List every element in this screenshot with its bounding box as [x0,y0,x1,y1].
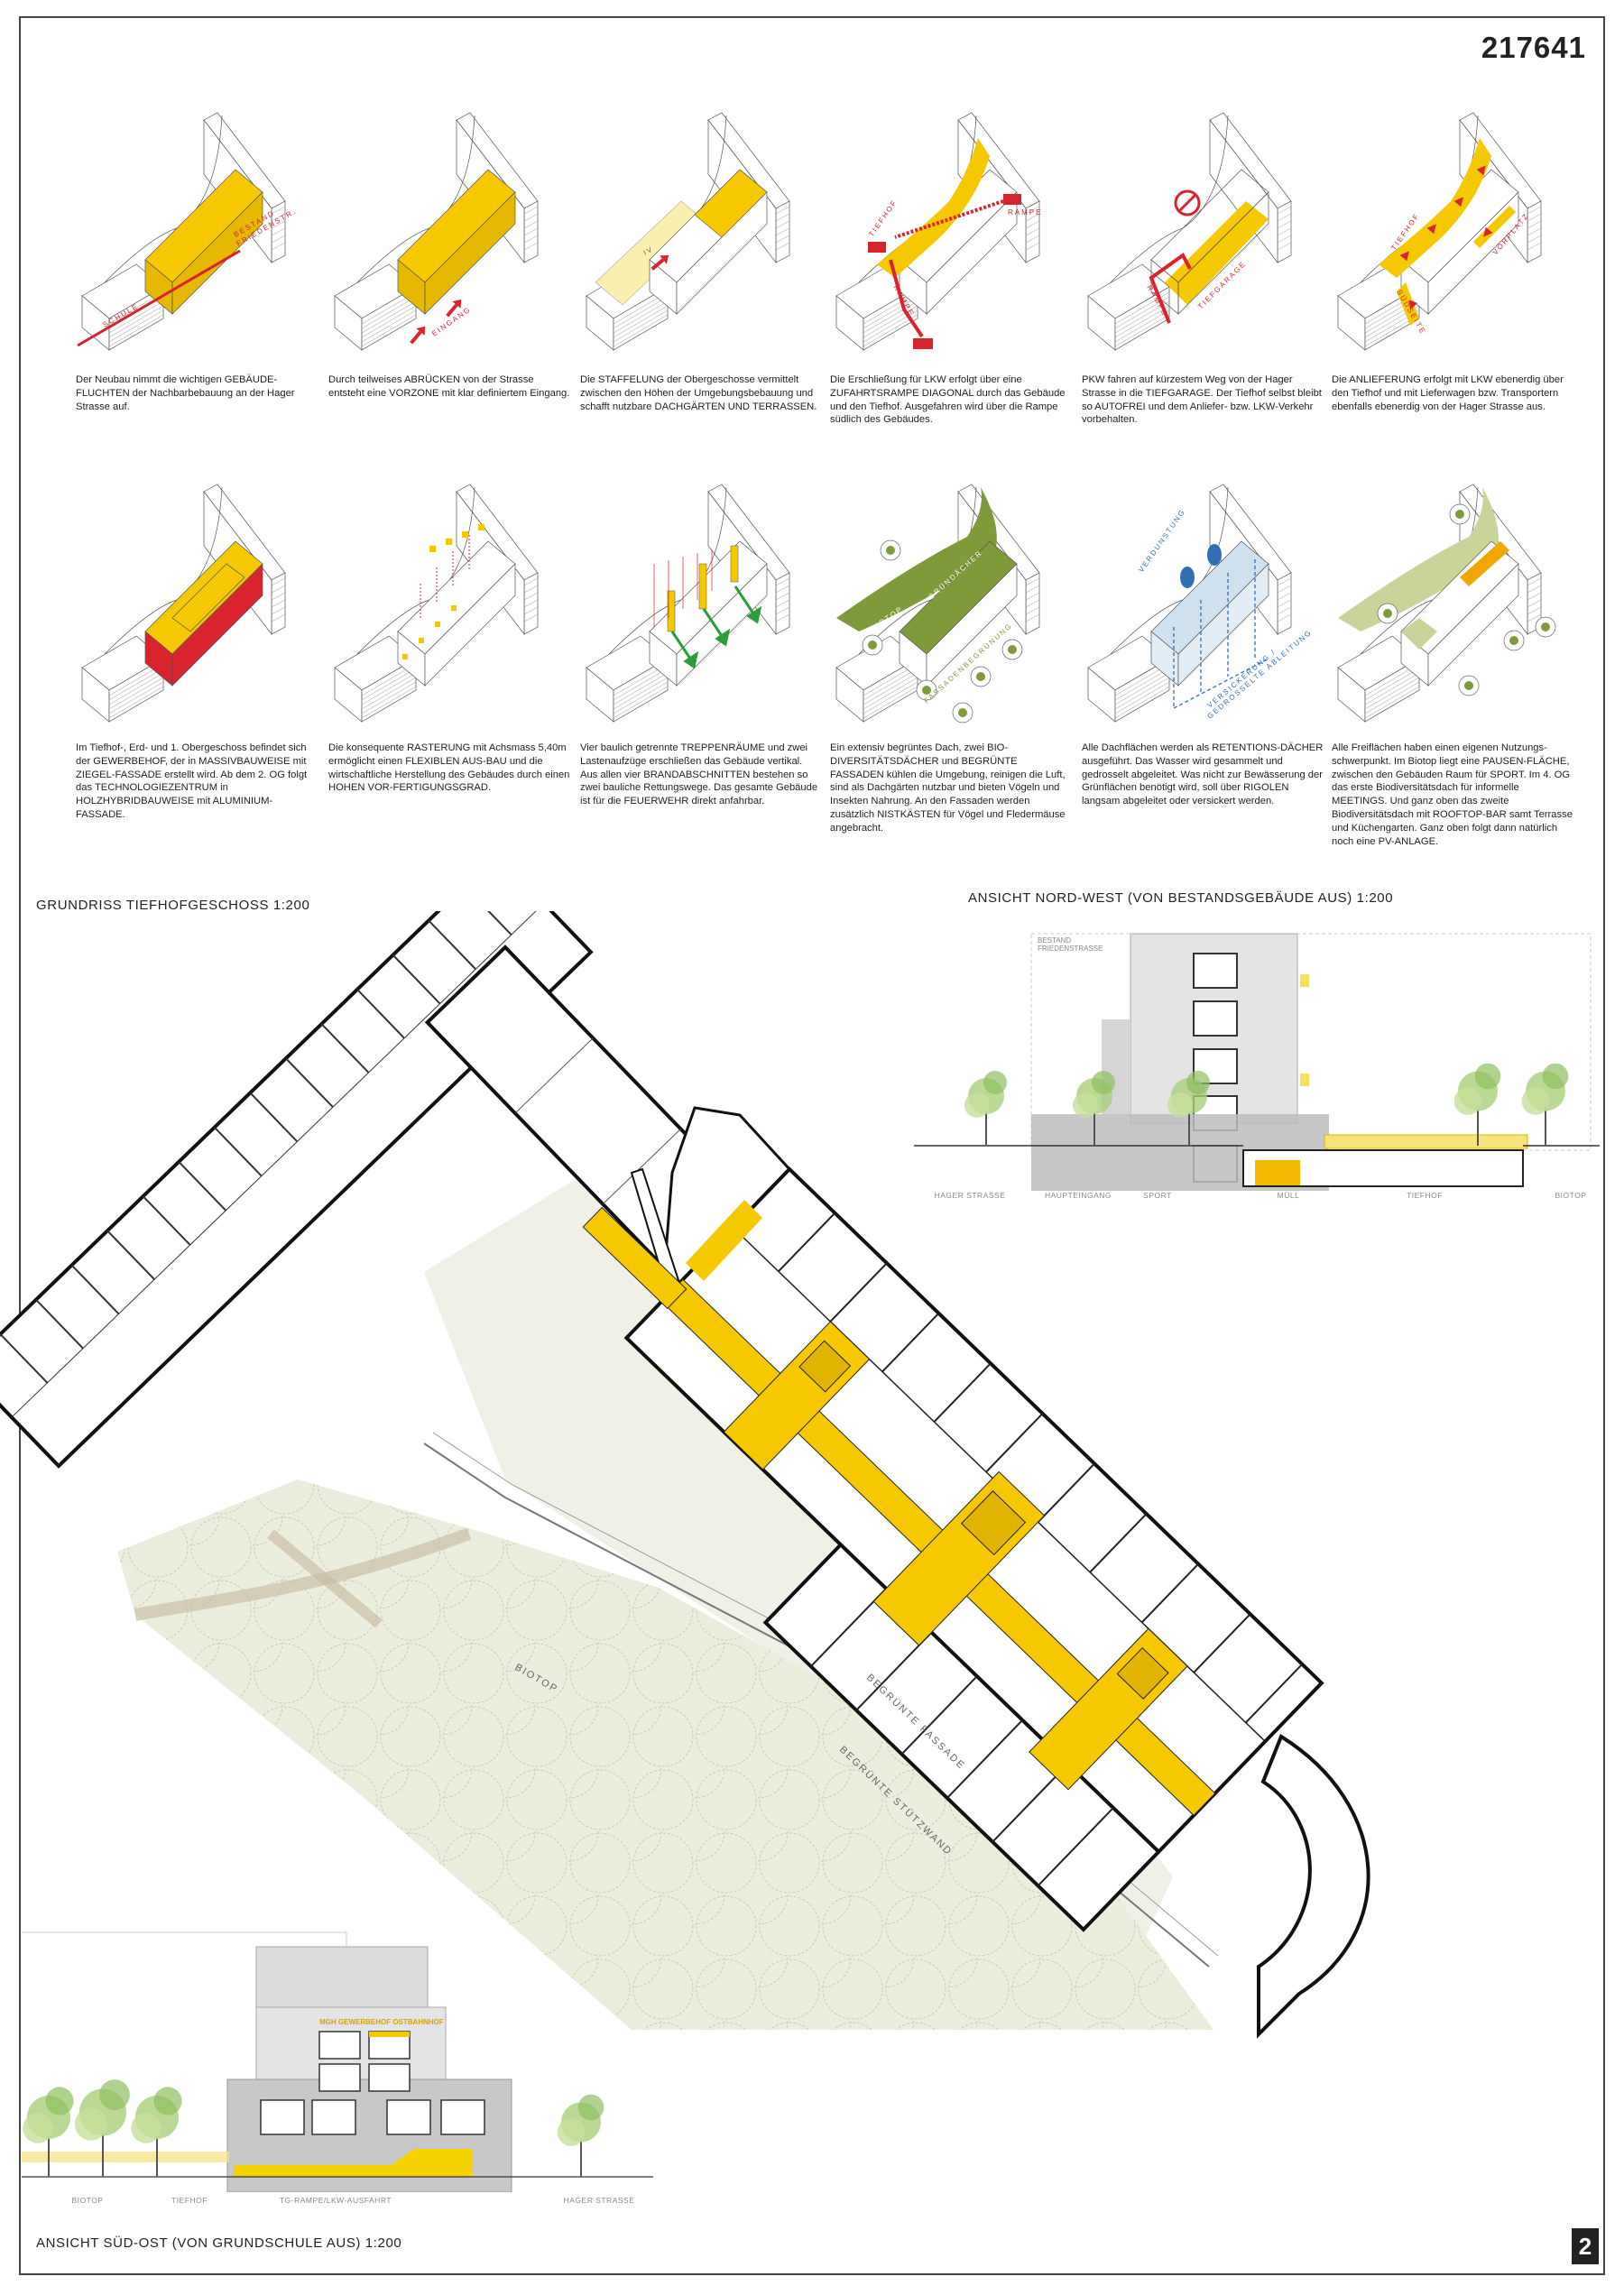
wall [463,911,512,936]
diagram-caption: Ein extensiv begrüntes Dach, zwei BIO-DI… [830,742,1066,834]
wall [106,1230,155,1280]
tree [1167,1071,1210,1146]
elevation-label: SPORT [1143,1191,1172,1200]
wall [428,919,476,971]
diagram-caption: Die Erschließung für LKW erfolgt über ei… [830,374,1066,426]
bestand-label: FRIEDENSTRASSE [1038,945,1103,953]
concept-diagram-12 [1337,484,1556,723]
garage-ramp [1257,1734,1370,2039]
circulation-corridor [582,1206,1216,1817]
unit-wall [829,1262,888,1323]
diagram-caption: PKW fahren auf kürzestem Weg von der Hag… [1082,374,1322,426]
elevation-so-title: ANSICHT SÜD-OST (VON GRUNDSCHULE AUS) 1:… [36,2235,402,2251]
project-number: 217641 [1481,31,1586,64]
floor-plan: BIOTOP BEGRÜNTE FASSADE BEGRÜNTE STÜTZWA… [0,911,1370,2039]
concept-diagram-7 [81,484,286,723]
wall [285,1057,334,1108]
tree [557,2094,604,2177]
wall [0,1333,49,1384]
unit-wall [1037,1807,1114,1887]
tree [1453,1063,1501,1146]
diagram-label: VERSICKERUNG / [1206,648,1278,710]
wall [320,1023,370,1074]
diagram-label: TIEFHOF [867,198,899,238]
tree [1073,1071,1115,1146]
concept-diagram-8 [334,484,539,723]
unit-wall [1089,1513,1148,1573]
unit-wall [1245,1664,1303,1724]
elevation-nw-title: ANSICHT NORD-WEST (VON BESTANDSGEBÄUDE A… [968,890,1394,906]
tree [1521,1063,1569,1146]
diagram-caption: Vier baulich getrennte TREPPENRÄUME und … [580,742,818,807]
elevation-label: BIOTOP [1555,1191,1587,1200]
diagram-caption: Die konsequente RASTERUNG mit Achsmass 5… [328,742,570,794]
diagram-caption: Im Tiefhof-, Erd- und 1. Obergeschoss be… [76,742,308,820]
diagram-caption: Durch teilweises ABRÜCKEN von der Strass… [328,374,570,399]
unit-wall [900,1675,978,1756]
diagram-label: VERDUNSTUNG [1137,507,1186,574]
elevation-label: TG-RAMPE/LKW-AUSFAHRT [279,2196,392,2205]
elevation-label: TIEFHOF [1407,1191,1443,1200]
concept-diagram-3: IV [586,112,790,351]
diagram-caption: Alle Freiflächen haben einen eigenen Nut… [1332,742,1573,847]
unit-wall [946,1719,1023,1799]
unit-wall [1037,1462,1095,1523]
wall [392,954,441,1005]
trees [964,1063,1569,1146]
plan-title: GRUNDRISS TIEFHOFGESCHOSS 1:200 [36,898,310,913]
concept-diagram-9 [586,484,790,723]
unit-wall [881,1313,940,1373]
elevation-label: TIEFHOF [171,2196,208,2205]
tree [23,2087,74,2177]
elevation-label: HAGER STRASSE [934,1191,1006,1200]
biotop-area [117,1479,1213,2030]
tree [964,1071,1007,1146]
elevation-label: BIOTOP [71,2196,104,2205]
diagram-label: RAMPE [1008,208,1042,217]
tree [131,2087,182,2177]
wall [35,1298,84,1350]
diagram-caption: Die STAFFELUNG der Obergeschosse vermitt… [580,374,817,412]
wall [249,1092,299,1143]
ramp-wall [234,2149,473,2177]
unit-wall [1193,1613,1251,1673]
diagram-caption: Der Neubau nimmt die wichtigen GEBÄUDE-F… [76,374,295,412]
unit-wall [985,1413,1044,1473]
tree [74,2079,130,2177]
elevation-label: MÜLL [1277,1191,1300,1200]
concept-diagram-2: EINGANG [334,112,539,351]
unit-wall [933,1362,992,1423]
elevation-south-east: MGH GEWERBEHOF OSTBAHNHOF [22,1931,653,2192]
elevation-north-west: BESTAND FRIEDENSTRASSE [914,933,1600,1191]
diagram-caption: Die ANLIEFERUNG erfolgt mit LKW ebenerdi… [1332,374,1564,412]
unit-wall [1140,1562,1199,1624]
existing-building-plan [0,911,594,1469]
wall [178,1161,227,1212]
bestand-label: BESTAND [1038,936,1071,945]
new-building-plan [582,1166,1324,1932]
wall [356,989,405,1039]
diagram-caption: Alle Dachflächen werden als RETENTIONS-D… [1082,742,1324,807]
poster-frame [19,16,1605,2275]
wall [142,1195,191,1246]
wall [214,1126,263,1177]
access-ramp-yellow [686,1200,762,1281]
unit-wall [778,1212,836,1273]
wall [70,1264,120,1315]
elevation-label: HAGER STRASSE [563,2196,635,2205]
trees [23,2079,604,2177]
elevation-label: HAUPTEINGANG [1044,1191,1112,1200]
facade-sign: MGH GEWERBEHOF OSTBAHNHOF [319,2018,444,2026]
page-number: 2 [1572,2228,1599,2264]
